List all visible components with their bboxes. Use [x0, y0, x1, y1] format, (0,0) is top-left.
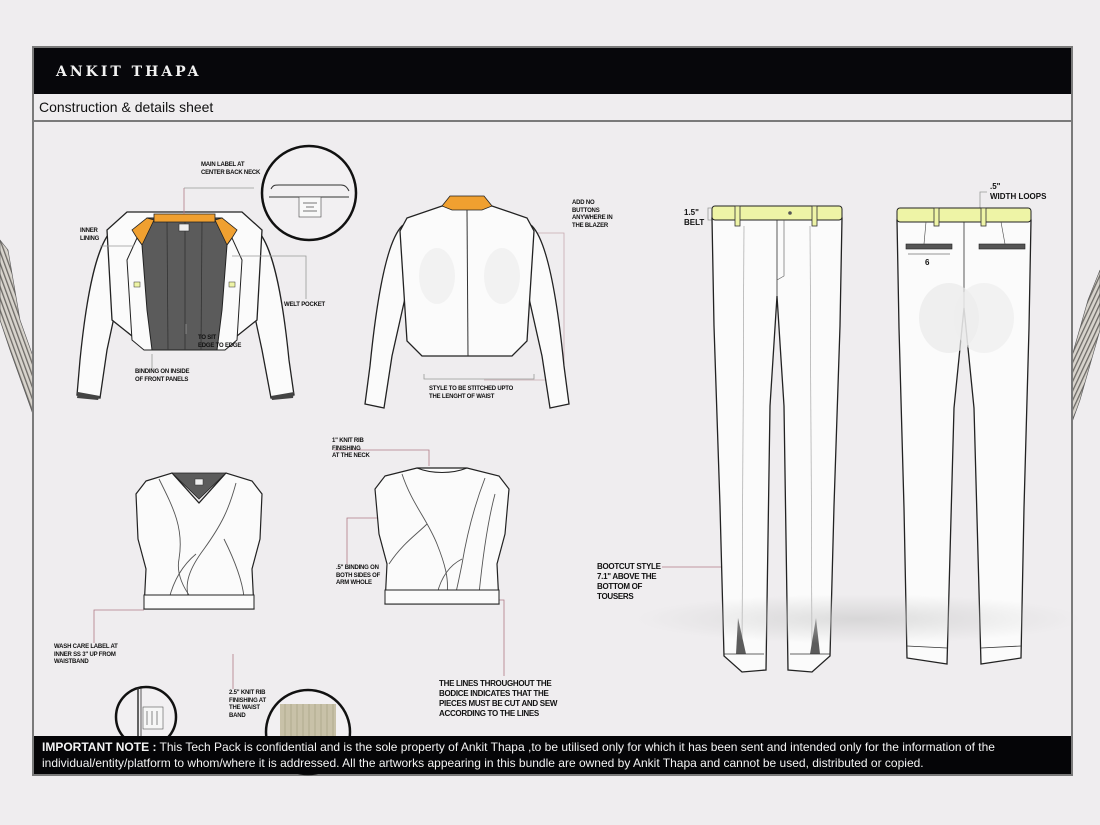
blazer-front-sketch [76, 211, 295, 400]
header-bar: ANKIT THAPA [34, 48, 1071, 94]
top-back-sketch [374, 467, 510, 605]
confidentiality-note: IMPORTANT NOTE : This Tech Pack is confi… [34, 736, 1071, 774]
tech-pack-sheet: ANKIT THAPA Construction & details sheet [32, 46, 1084, 776]
label-bootcut: BOOTCUT STYLE 7.1" ABOVE THE BOTTOM OF T… [597, 562, 661, 601]
blazer-back-sketch [364, 195, 570, 409]
main-label-detail-circle [260, 144, 358, 242]
label-inner-lining: INNER LINING [80, 228, 100, 242]
top-front-sketch [135, 472, 263, 610]
label-armhole-binding: .5" BINDING ON BOTH SIDES OF ARM WHOLE [336, 565, 381, 586]
pocket-width-measure: 6 [925, 258, 930, 267]
floor-shadow [634, 594, 1084, 644]
label-width-loops: WIDTH LOOPS [990, 192, 1047, 201]
subtitle-row: Construction & details sheet [34, 94, 1071, 122]
drawing-canvas: MAIN LABEL AT CENTER BACK NECK INNER LIN… [34, 124, 1084, 776]
wash-care-detail-circle [114, 685, 178, 749]
label-binding-front-panels: BINDING ON INSIDE OF FRONT PANELS [135, 369, 190, 383]
label-neck-rib: 1" KNIT RIB FINISHING AT THE NECK [332, 438, 370, 459]
note-label: IMPORTANT NOTE : [42, 740, 157, 754]
label-stitch-length: STYLE TO BE STITCHED UPTO THE LENGHT OF … [429, 386, 514, 400]
note-line-2: individual/entity/platform to whom/where… [42, 756, 924, 770]
label-no-buttons: ADD NO BUTTONS ANYWHERE IN THE BLAZER [572, 200, 613, 229]
label-main-label: MAIN LABEL AT CENTER BACK NECK [201, 162, 261, 176]
label-edge-to-edge: TO SIT EDGE TO EDGE [198, 335, 242, 349]
brand-name: ANKIT THAPA [56, 64, 202, 80]
label-wash-care: WASH CARE LABEL AT INNER SS 3" UP FROM W… [54, 644, 118, 665]
label-belt: 1.5" BELT [684, 208, 705, 227]
label-waist-rib: 2.5" KNIT RIB FINISHING AT THE WAIST BAN… [229, 690, 266, 719]
label-bodice-lines: THE LINES THROUGHOUT THE BODICE INDICATE… [439, 679, 558, 718]
label-loops-size: .5" [990, 182, 1001, 191]
sheet-title: Construction & details sheet [39, 99, 214, 115]
note-line-1: This Tech Pack is confidential and is th… [156, 740, 995, 754]
label-welt-pocket: WELT POCKET [284, 302, 326, 308]
trousers-back-sketch [896, 207, 1032, 665]
